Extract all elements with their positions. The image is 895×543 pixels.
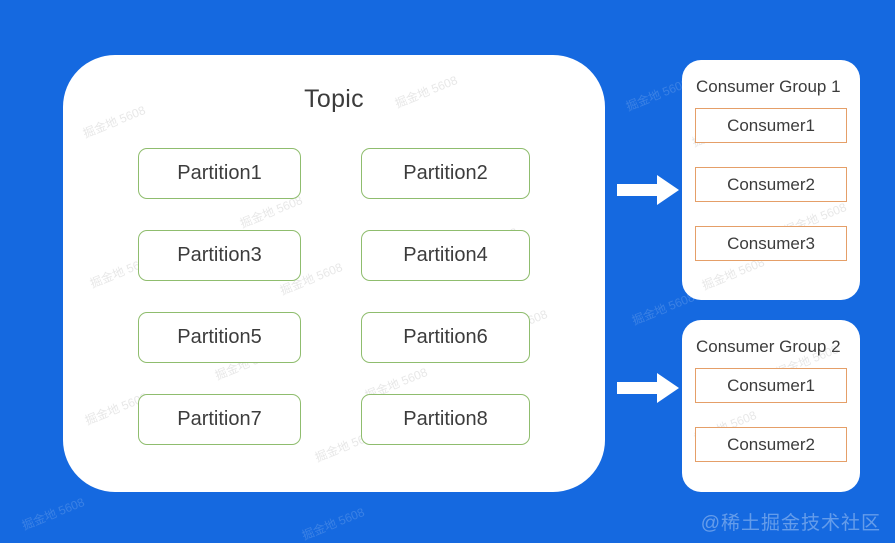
partition-row: Partition1 Partition2 bbox=[63, 148, 605, 199]
partition-box[interactable]: Partition4 bbox=[361, 230, 530, 281]
partition-box[interactable]: Partition3 bbox=[138, 230, 301, 281]
consumer-box[interactable]: Consumer3 bbox=[695, 226, 847, 261]
partition-box[interactable]: Partition7 bbox=[138, 394, 301, 445]
arrow-right-icon bbox=[617, 373, 679, 403]
consumer-box[interactable]: Consumer1 bbox=[695, 368, 847, 403]
consumer-box[interactable]: Consumer1 bbox=[695, 108, 847, 143]
watermark-tile: 掘金地 5608 bbox=[623, 76, 691, 114]
partition-box[interactable]: Partition8 bbox=[361, 394, 530, 445]
topic-title: Topic bbox=[304, 85, 364, 113]
consumer-box[interactable]: Consumer2 bbox=[695, 427, 847, 462]
arrow-shaft bbox=[617, 382, 659, 394]
consumer-list: Consumer1 Consumer2 Consumer3 bbox=[695, 108, 847, 261]
watermark-tile: 掘金地 5608 bbox=[19, 495, 87, 533]
arrow-head bbox=[657, 175, 679, 205]
consumer-list: Consumer1 Consumer2 bbox=[695, 368, 847, 462]
partition-grid: Partition1 Partition2 Partition3 Partiti… bbox=[63, 148, 605, 445]
partition-row: Partition5 Partition6 bbox=[63, 312, 605, 363]
watermark-tile: 掘金地 5608 bbox=[299, 505, 367, 543]
site-watermark: @稀土掘金技术社区 bbox=[700, 513, 881, 534]
partition-row: Partition7 Partition8 bbox=[63, 394, 605, 445]
partition-box[interactable]: Partition5 bbox=[138, 312, 301, 363]
arrow-right-icon bbox=[617, 175, 679, 205]
partition-box[interactable]: Partition2 bbox=[361, 148, 530, 199]
consumer-box[interactable]: Consumer2 bbox=[695, 167, 847, 202]
arrow-shaft bbox=[617, 184, 659, 196]
arrow-head bbox=[657, 373, 679, 403]
consumer-group-title: Consumer Group 2 bbox=[696, 337, 841, 356]
partition-row: Partition3 Partition4 bbox=[63, 230, 605, 281]
consumer-group-title: Consumer Group 1 bbox=[696, 77, 841, 96]
consumer-group-card-2: Consumer Group 2 掘金地 5608 掘金地 5608 Consu… bbox=[682, 320, 860, 492]
partition-box[interactable]: Partition6 bbox=[361, 312, 530, 363]
consumer-group-card-1: Consumer Group 1 掘金地 5608 掘金地 5608 掘金地 5… bbox=[682, 60, 860, 300]
topic-card: Topic 掘金地 5608 掘金地 5608 掘金地 5608 掘金地 560… bbox=[63, 55, 605, 492]
partition-box[interactable]: Partition1 bbox=[138, 148, 301, 199]
